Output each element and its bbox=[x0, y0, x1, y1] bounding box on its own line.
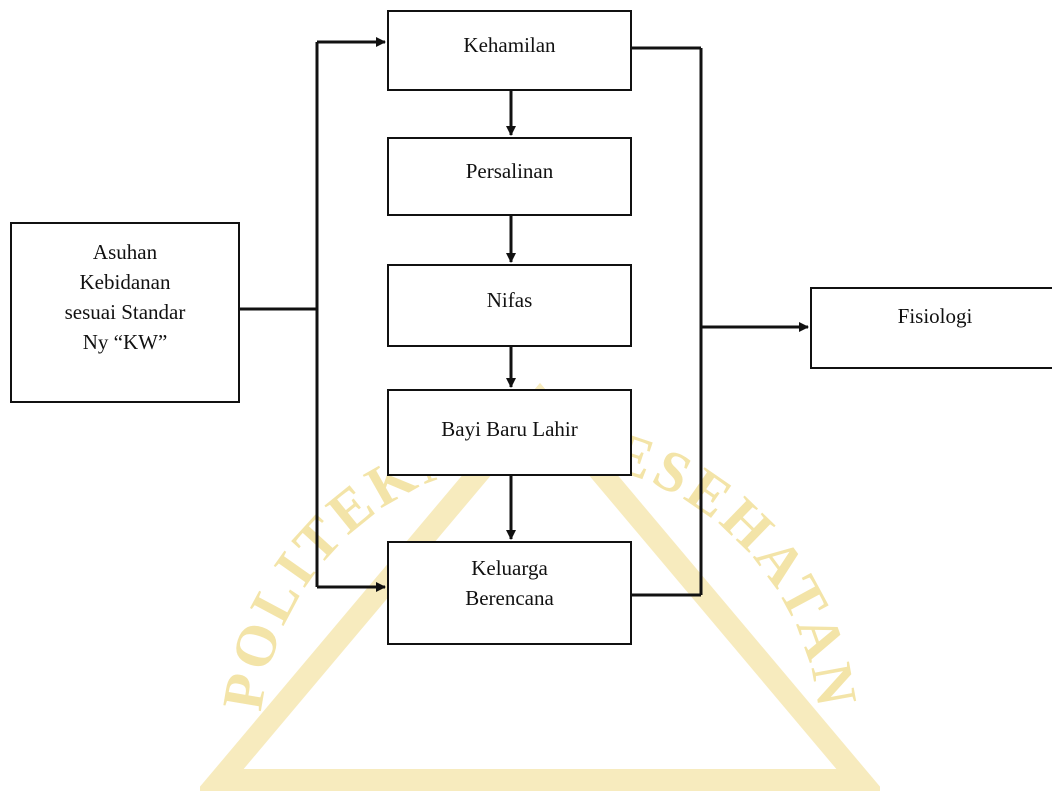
node-asuhan-line-1: Asuhan bbox=[92, 240, 158, 264]
node-persalinan: Persalinan bbox=[387, 137, 632, 216]
node-kb-line-2: Berencana bbox=[465, 586, 554, 610]
node-kehamilan-label: Kehamilan bbox=[463, 33, 556, 57]
node-bayi-label: Bayi Baru Lahir bbox=[441, 417, 578, 441]
node-bayi-baru-lahir: Bayi Baru Lahir bbox=[387, 389, 632, 476]
node-kehamilan: Kehamilan bbox=[387, 10, 632, 91]
node-persalinan-label: Persalinan bbox=[465, 159, 554, 183]
node-asuhan-line-2: Kebidanan bbox=[79, 270, 171, 294]
node-asuhan-line-4: Ny “KW” bbox=[82, 330, 168, 354]
node-fisiologi: Fisiologi bbox=[810, 287, 1052, 369]
node-fisiologi-label: Fisiologi bbox=[897, 304, 973, 328]
node-asuhan-line-3: sesuai Standar bbox=[64, 300, 186, 324]
node-kb-line-1: Keluarga bbox=[471, 556, 548, 580]
node-asuhan-kebidanan: Asuhan Kebidanan sesuai Standar Ny “KW” bbox=[10, 222, 240, 403]
node-nifas: Nifas bbox=[387, 264, 632, 347]
node-nifas-label: Nifas bbox=[486, 288, 533, 312]
node-keluarga-berencana: Keluarga Berencana bbox=[387, 541, 632, 645]
connector-lines bbox=[240, 37, 809, 597]
